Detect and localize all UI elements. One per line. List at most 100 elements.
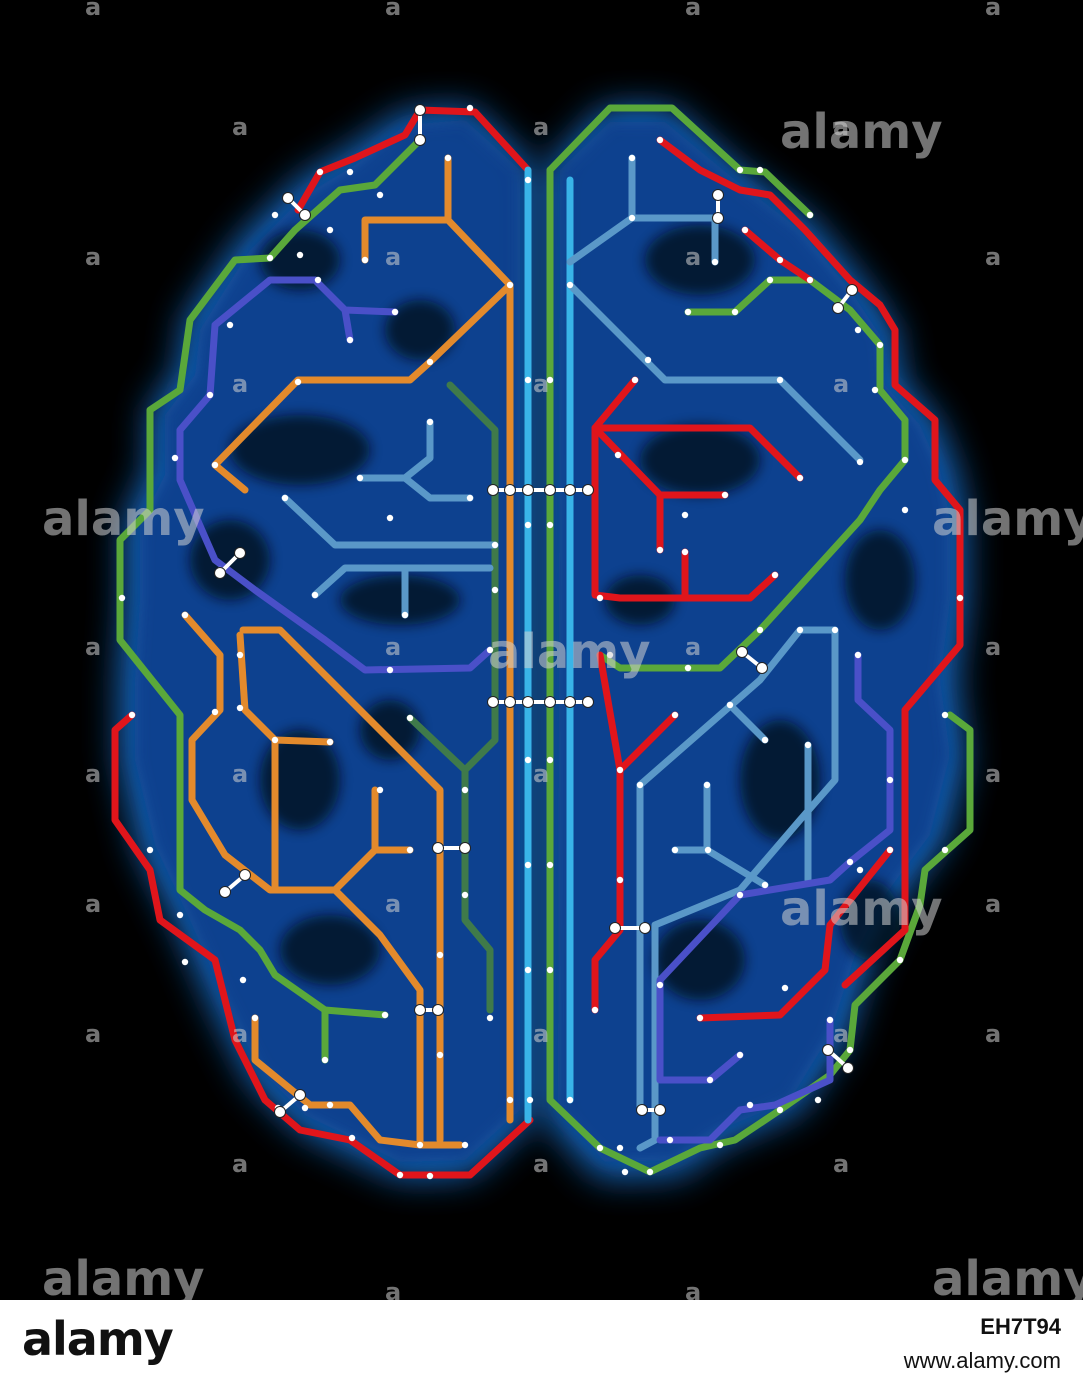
svg-text:a: a	[232, 1150, 248, 1178]
svg-text:a: a	[232, 760, 248, 788]
station-dot	[128, 711, 136, 719]
interchange-dot	[282, 192, 294, 204]
station-dot	[466, 104, 474, 112]
orange-line-lower-b	[236, 631, 279, 894]
station-dot	[628, 154, 636, 162]
station-dot	[181, 958, 189, 966]
station-dot	[846, 1046, 854, 1054]
station-dot	[524, 521, 532, 529]
station-dot	[681, 548, 689, 556]
station-dot	[386, 666, 394, 674]
interchange-dot	[582, 696, 594, 708]
interchange-dot	[487, 484, 499, 496]
station-dot	[524, 756, 532, 764]
svg-text:a: a	[533, 1150, 549, 1178]
station-dot	[736, 166, 744, 174]
station-dot	[361, 256, 369, 264]
station-dot	[326, 1101, 334, 1109]
station-dot	[806, 211, 814, 219]
brain-metro-map-illustration: alamy alamy alamy alamy alamy alamy alam…	[42, 0, 1083, 1300]
indigo-line-left-c	[341, 306, 354, 344]
station-dot	[546, 521, 554, 529]
watermark-center: alamy	[488, 624, 651, 680]
station-dot	[871, 386, 879, 394]
station-dot	[591, 1006, 599, 1014]
station-dot	[876, 341, 884, 349]
station-dot	[281, 494, 289, 502]
green-line-right-upper	[546, 104, 814, 219]
station-dot	[628, 214, 636, 222]
station-dot	[524, 861, 532, 869]
svg-text:a: a	[385, 633, 401, 661]
station-dot	[846, 858, 854, 866]
station-dot	[703, 781, 711, 789]
station-dot	[316, 168, 324, 176]
station-dot	[596, 594, 604, 602]
station-dot	[901, 456, 909, 464]
station-dot	[854, 651, 862, 659]
interchange-dot	[432, 1004, 444, 1016]
station-dot	[756, 626, 764, 634]
steelblue-line-right-c	[566, 214, 636, 266]
station-dot	[566, 281, 574, 289]
station-dot	[646, 1168, 654, 1176]
station-dot	[506, 1096, 514, 1104]
station-dot	[771, 571, 779, 579]
interchange-dot	[274, 1106, 286, 1118]
interchange-dot	[522, 484, 534, 496]
footer-url[interactable]: www.alamy.com	[903, 1348, 1061, 1373]
station-dot	[896, 956, 904, 964]
station-dot	[491, 541, 499, 549]
interchange-dot	[504, 696, 516, 708]
station-dot	[171, 454, 179, 462]
station-dot	[731, 308, 739, 316]
svg-text:a: a	[985, 243, 1001, 271]
interchange-dot	[487, 696, 499, 708]
station-dot	[666, 1136, 674, 1144]
station-dot	[266, 254, 274, 262]
station-dot	[416, 1141, 424, 1149]
interchange-dot	[609, 922, 621, 934]
steelblue-line-right-h	[703, 846, 769, 889]
svg-text:a: a	[385, 243, 401, 271]
station-dot	[616, 766, 624, 774]
station-dot	[704, 846, 712, 854]
station-dot	[566, 1096, 574, 1104]
station-dot	[736, 1051, 744, 1059]
station-dot	[146, 846, 154, 854]
station-dot	[656, 981, 664, 989]
interchange-dot	[544, 484, 556, 496]
station-dot	[406, 714, 414, 722]
steelblue-line-left-b	[356, 418, 434, 482]
station-dot	[381, 1011, 389, 1019]
station-dot	[239, 976, 247, 984]
interchange-dot	[582, 484, 594, 496]
station-dot	[671, 711, 679, 719]
station-dot	[326, 738, 334, 746]
station-dot	[426, 1172, 434, 1180]
orange-line-lower-c	[271, 736, 334, 746]
station-dot	[726, 701, 734, 709]
station-dot	[814, 1096, 822, 1104]
station-dot	[596, 1144, 604, 1152]
station-dot	[236, 651, 244, 659]
station-dot	[776, 376, 784, 384]
svg-text:a: a	[85, 760, 101, 788]
station-dot	[314, 276, 322, 284]
interchange-dot	[294, 1089, 306, 1101]
interchange-dot	[712, 212, 724, 224]
station-dot	[716, 1141, 724, 1149]
station-dot	[436, 951, 444, 959]
station-dot	[616, 1144, 624, 1152]
interchange-dot	[654, 1104, 666, 1116]
image-id: EH7T94	[980, 1314, 1061, 1339]
interchange-dot	[522, 696, 534, 708]
station-dot	[656, 546, 664, 554]
station-dot	[746, 1101, 754, 1109]
station-dot	[681, 511, 689, 519]
watermark-right: alamy	[932, 491, 1083, 547]
station-dot	[736, 891, 744, 899]
watermark-bottom-right: alamy	[932, 1251, 1083, 1300]
station-dot	[376, 191, 384, 199]
watermark-left: alamy	[42, 491, 205, 547]
